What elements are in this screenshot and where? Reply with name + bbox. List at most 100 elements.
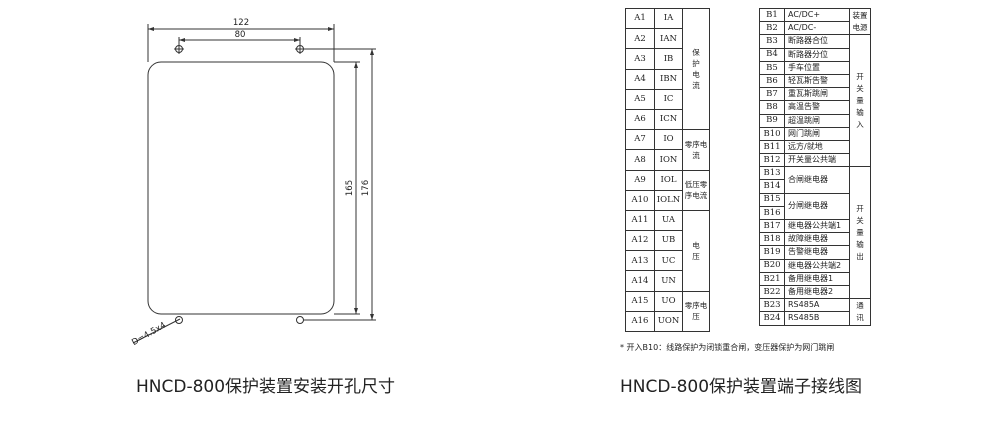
group-power: 装置电源 <box>849 7 871 36</box>
group-zero-seq-voltage: 零序电压 <box>682 290 710 333</box>
terminal-row: A7 IO 零序电流 <box>625 129 710 171</box>
terminal-id: B13 <box>759 166 785 181</box>
terminal-id: B15 <box>759 192 785 207</box>
terminal-id: B10 <box>759 126 785 141</box>
terminal-id: B11 <box>759 139 785 155</box>
terminal-id: B17 <box>759 218 785 234</box>
terminal-id: A15 <box>625 290 655 312</box>
terminal-id: B3 <box>759 34 785 49</box>
terminal-id: A4 <box>625 68 655 90</box>
terminal-id: A1 <box>625 7 655 30</box>
terminal-row: B15 分闸继电器 <box>759 192 871 221</box>
terminal-label: 故障继电器 <box>784 232 850 247</box>
terminal-id: B4 <box>759 47 785 62</box>
caption-terminal-wiring: HNCD-800保护装置端子接线图 <box>620 377 863 397</box>
terminal-id: B5 <box>759 60 785 75</box>
terminal-id: A6 <box>625 108 655 131</box>
terminal-label: UON <box>654 310 683 333</box>
terminal-row: A11 UA 电 压 <box>625 209 710 292</box>
terminal-id: A13 <box>625 250 655 272</box>
dim-inner-height: 165 <box>345 180 355 196</box>
terminal-label: IOL <box>654 169 683 191</box>
terminal-id: A7 <box>625 129 655 151</box>
terminal-label: 备用继电器1 <box>784 271 850 286</box>
terminal-row: B1 AC/DC+ 装置电源 <box>759 7 871 36</box>
terminal-id: B6 <box>759 73 785 89</box>
mounting-hole-bottom-right <box>296 316 304 324</box>
terminal-id: B16 <box>759 205 785 221</box>
group-protection-current: 保 护 电 流 <box>682 7 710 131</box>
mounting-plate <box>147 61 335 315</box>
terminal-id: A10 <box>625 189 655 211</box>
terminal-label: UA <box>654 209 683 232</box>
terminal-id: B14 <box>759 179 785 194</box>
terminal-label: 继电器公共端2 <box>784 258 850 273</box>
terminal-id: B24 <box>759 311 785 326</box>
terminal-id: B1 <box>759 7 785 23</box>
terminal-label: IAN <box>654 28 683 50</box>
terminal-label: IA <box>654 7 683 30</box>
group-low-zero-seq-current: 低压零序电流 <box>682 169 710 211</box>
terminal-row: B23 RS485A 通 讯 <box>759 298 871 326</box>
group-zero-seq-current: 零序电流 <box>682 129 710 171</box>
group-voltage: 电 压 <box>682 209 710 292</box>
group-comm: 通 讯 <box>849 298 871 326</box>
terminal-label: RS485B <box>784 311 850 326</box>
group-switch-input: 开 关 量 输 入 <box>849 34 871 168</box>
terminal-id: A9 <box>625 169 655 191</box>
terminal-label-merged: 合闸继电器 <box>784 166 850 194</box>
terminal-id: B2 <box>759 21 785 36</box>
wiring-note: * 开入B10：线路保护为闭锁重合闸，变压器保护为网门跳闸 <box>620 343 835 352</box>
terminal-label: RS485A <box>784 298 850 313</box>
hole-spec-label: D=4.5x4 <box>130 321 168 348</box>
terminal-row: B14 <box>759 179 871 194</box>
terminal-label-merged: 分闸继电器 <box>784 192 850 221</box>
terminal-label: 高温告警 <box>784 100 850 115</box>
terminal-id: A2 <box>625 28 655 50</box>
terminal-row: A1 IA 保 护 电 流 <box>625 7 710 131</box>
terminal-row: A15 UO 零序电压 <box>625 290 710 333</box>
terminal-id: A12 <box>625 230 655 252</box>
terminal-row: B3 断路器合位 开 关 量 输 入 <box>759 34 871 168</box>
dim-outer-height: 176 <box>361 180 371 196</box>
terminal-label: ICN <box>654 108 683 131</box>
terminal-label: IB <box>654 48 683 70</box>
terminal-label: 断路器合位 <box>784 34 850 49</box>
terminal-id: A3 <box>625 48 655 70</box>
dim-outer-width: 122 <box>233 18 249 28</box>
terminal-label: UC <box>654 250 683 272</box>
terminal-id: B8 <box>759 100 785 115</box>
terminal-id: B22 <box>759 284 785 300</box>
terminal-id: B23 <box>759 298 785 313</box>
terminal-id: A16 <box>625 310 655 333</box>
terminal-id: B19 <box>759 245 785 260</box>
caption-mounting-cutout: HNCD-800保护装置安装开孔尺寸 <box>136 377 396 397</box>
terminal-label: AC/DC- <box>784 21 850 36</box>
terminal-label: 超温跳闸 <box>784 113 850 128</box>
terminal-id: B20 <box>759 258 785 273</box>
terminal-label: IBN <box>654 68 683 90</box>
terminal-row: A9 IOL 低压零序电流 <box>625 169 710 211</box>
terminal-label: IOLN <box>654 189 683 211</box>
dim-hole-spacing: 80 <box>235 30 246 40</box>
terminal-label: 重瓦斯跳闸 <box>784 87 850 102</box>
terminal-label: 远方/就地 <box>784 139 850 155</box>
terminal-id: B7 <box>759 87 785 102</box>
terminal-label: ION <box>654 149 683 171</box>
terminal-label: 手车位置 <box>784 60 850 75</box>
terminal-id: A8 <box>625 149 655 171</box>
terminal-label: IO <box>654 129 683 151</box>
